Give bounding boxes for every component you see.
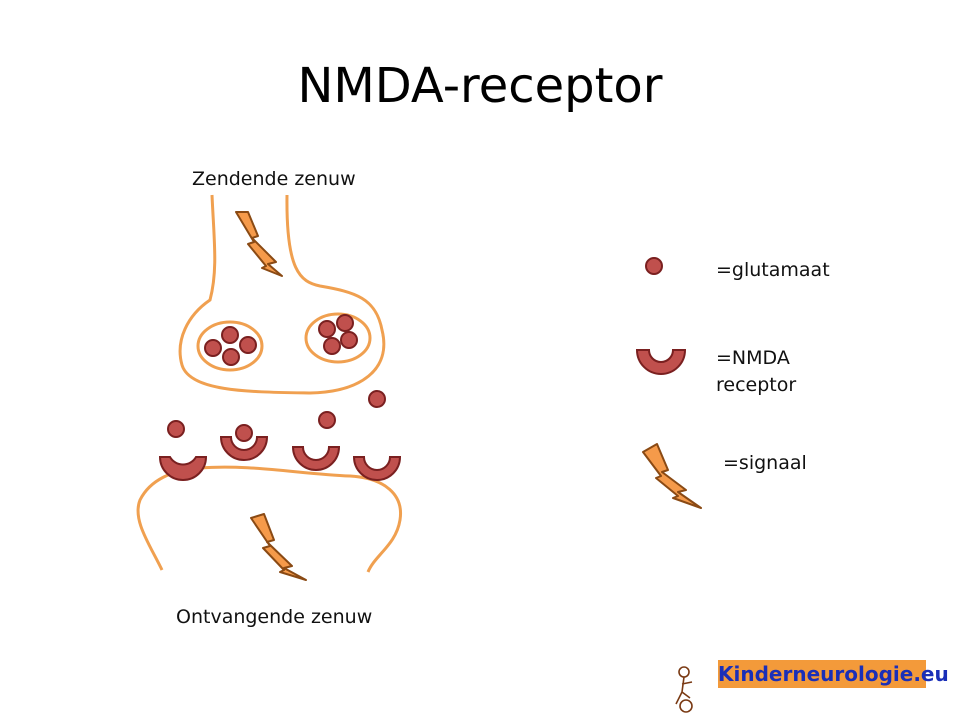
glutamate-dot xyxy=(318,411,336,429)
glutamate-dot xyxy=(340,331,358,349)
signal-bolt-bottom xyxy=(250,513,307,581)
glutamate-dot xyxy=(239,336,257,354)
legend-nmda-label-line1: =NMDA xyxy=(716,347,790,369)
signal-bolt-top xyxy=(235,211,283,277)
logo-text: Kinderneurologie.eu xyxy=(718,660,949,688)
nmda-receptor xyxy=(352,456,402,481)
legend-glutamate-icon xyxy=(645,257,663,275)
logo-image xyxy=(662,660,702,716)
legend-nmda-receptor-icon xyxy=(635,349,687,375)
glutamate-dot xyxy=(368,390,386,408)
glutamate-dot xyxy=(318,320,336,338)
glutamate-dot xyxy=(167,420,185,438)
nmda-receptor xyxy=(158,456,208,481)
receiving-nerve-label: Ontvangende zenuw xyxy=(176,606,373,628)
legend-glutamate-label: =glutamaat xyxy=(716,259,830,281)
sending-nerve-label: Zendende zenuw xyxy=(192,168,356,190)
vesicle-left xyxy=(196,320,264,372)
legend-signal-label: =signaal xyxy=(723,452,807,474)
glutamate-dot xyxy=(204,339,222,357)
nmda-receptor xyxy=(291,446,341,471)
glutamate-dot xyxy=(222,348,240,366)
glutamate-dot xyxy=(336,314,354,332)
vesicle-right xyxy=(304,312,372,364)
glutamate-dot xyxy=(235,424,253,442)
legend-signal-icon xyxy=(642,443,702,509)
receiving-nerve-outline xyxy=(136,465,403,573)
nmda-receptor xyxy=(219,436,269,461)
glutamate-dot xyxy=(221,326,239,344)
legend-nmda-label-line2: receptor xyxy=(716,374,797,396)
page-title: NMDA-receptor xyxy=(297,58,663,114)
glutamate-dot xyxy=(323,337,341,355)
sending-nerve-outline xyxy=(178,194,386,395)
logo-figure-icon xyxy=(675,666,693,713)
